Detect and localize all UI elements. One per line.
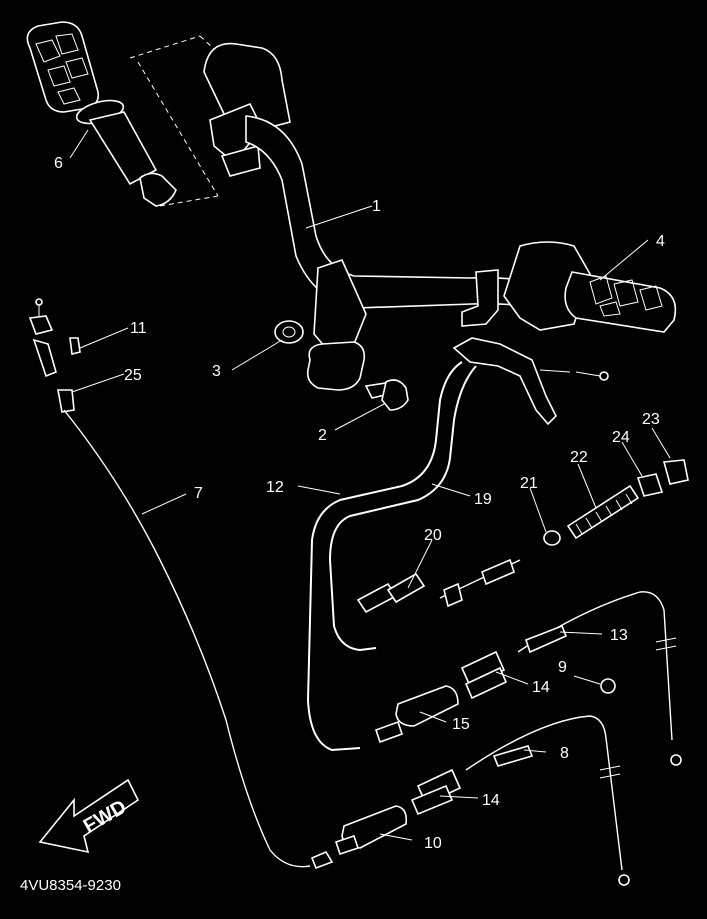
callout-21: 21	[520, 475, 538, 492]
callout-24: 24	[612, 429, 630, 446]
callout-1: 1	[372, 198, 381, 215]
callout-7: 7	[194, 485, 203, 502]
callout-14b: 14	[482, 792, 500, 809]
cable-7	[28, 298, 334, 870]
cables-13-8	[465, 591, 682, 886]
forward-direction-arrow: FWD	[38, 778, 140, 854]
callout-20: 20	[424, 527, 442, 544]
callout-numbers: 1 2 3 4 6 7 8 9 10 11 12 13 14 14 15 19 …	[54, 155, 665, 852]
callout-12: 12	[266, 479, 284, 496]
callout-22: 22	[570, 449, 588, 466]
throttle-cable-routing	[306, 337, 609, 752]
callout-3: 3	[212, 363, 221, 380]
boots-and-sleeves	[334, 650, 508, 856]
callout-23: 23	[642, 411, 660, 428]
callout-9: 9	[558, 659, 567, 676]
callout-4: 4	[656, 233, 665, 250]
callout-13: 13	[610, 627, 628, 644]
callout-25: 25	[124, 367, 142, 384]
callout-2: 2	[318, 427, 327, 444]
handlebar-assembly	[203, 42, 677, 411]
callout-10: 10	[424, 835, 442, 852]
callout-11: 11	[130, 320, 147, 337]
callout-14a: 14	[532, 679, 550, 696]
left-grip-assembly	[26, 21, 227, 207]
callout-15: 15	[452, 716, 470, 733]
callout-19: 19	[474, 491, 492, 508]
throttle-spring-set	[356, 459, 689, 614]
diagram-part-number: 4VU8354-9230	[20, 877, 121, 894]
leader-lines	[69, 129, 671, 841]
callout-6: 6	[54, 155, 63, 172]
callout-8: 8	[560, 745, 569, 762]
